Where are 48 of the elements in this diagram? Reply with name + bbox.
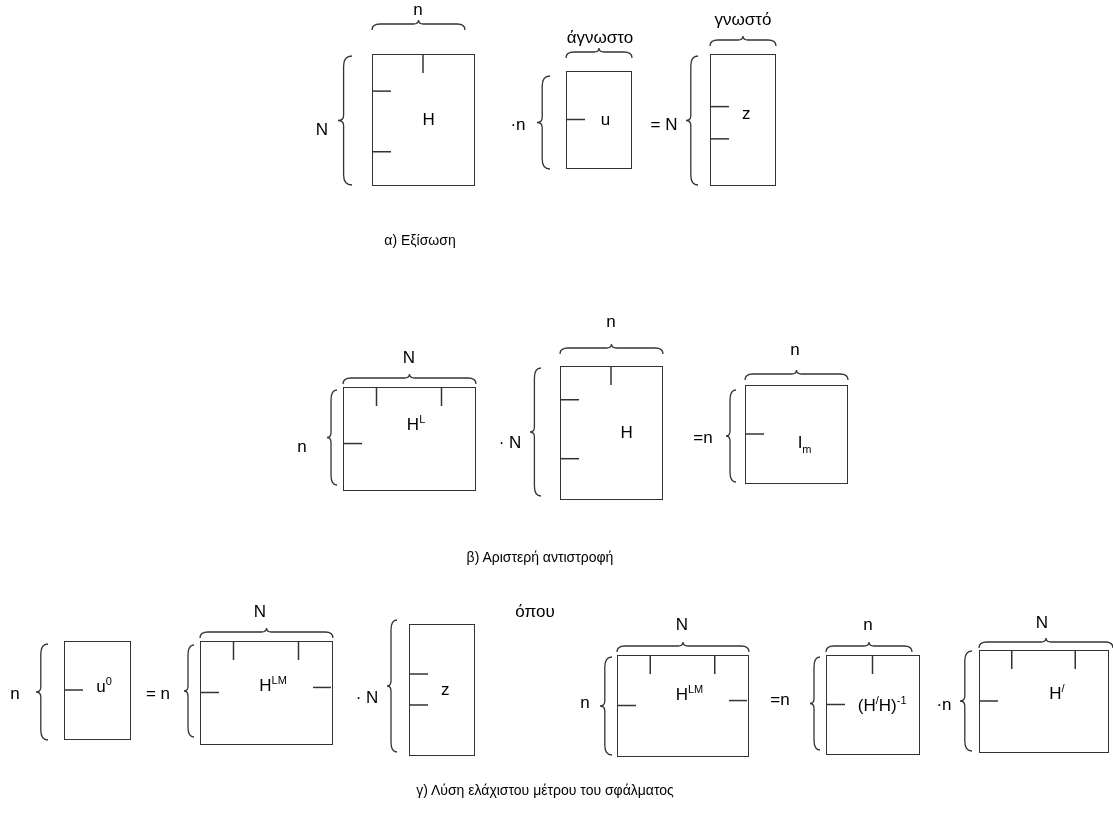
operator-label: ·n xyxy=(936,695,952,715)
dimension-label: N xyxy=(315,120,329,140)
dimension-label: n xyxy=(413,0,423,20)
dimension-label: n xyxy=(10,684,20,704)
matrix-box xyxy=(979,650,1109,753)
caption: γ) Λύση ελάχιστου μέτρου του σφάλματος xyxy=(415,782,675,798)
matrix-symbol: (H$^{/}$H)$^{-1}$ xyxy=(857,694,907,716)
matrix-symbol: I$_{m}$ xyxy=(797,433,812,455)
caption: β) Αριστερή αντιστροφή xyxy=(465,549,615,565)
dimension-label: N xyxy=(1035,613,1049,633)
dimension-label: N xyxy=(402,348,416,368)
matrix-box xyxy=(710,54,776,186)
matrix-symbol: H$^{LM}$ xyxy=(675,683,704,705)
dimension-label: n xyxy=(863,615,873,635)
matrix-box xyxy=(566,71,632,169)
matrix-symbol: H$^{L}$ xyxy=(406,412,426,435)
matrix-box xyxy=(200,641,333,745)
matrix-symbol: z xyxy=(440,680,450,700)
dimension-label: n xyxy=(606,312,616,332)
matrix-symbol: H xyxy=(422,110,435,130)
matrix-box xyxy=(409,624,475,756)
dimension-label: N xyxy=(253,602,267,622)
operator-label: =n xyxy=(693,428,713,448)
matrix-symbol: H xyxy=(620,423,633,443)
matrix-box xyxy=(745,385,848,484)
operator-label: · N xyxy=(498,433,522,453)
matrix-box xyxy=(826,655,920,755)
dimension-label: N xyxy=(675,615,689,635)
matrix-box xyxy=(617,655,749,757)
operator-label: · N xyxy=(355,688,379,708)
matrix-box xyxy=(372,54,475,186)
matrix-symbol: H$^{/}$ xyxy=(1049,682,1065,705)
matrix-symbol: u xyxy=(600,110,611,130)
matrix-symbol: u$^{0}$ xyxy=(96,674,112,697)
caption: α) Εξίσωση xyxy=(383,232,457,248)
dimension-label: n xyxy=(297,437,307,457)
dimension-label: n xyxy=(580,693,590,713)
operator-label: ·n xyxy=(510,115,526,135)
matrix-symbol: H$^{LM}$ xyxy=(259,674,287,696)
operator-label: = n xyxy=(145,684,171,704)
dimension-label: n xyxy=(790,340,800,360)
matrix-box xyxy=(343,387,476,491)
matrix-box xyxy=(64,641,131,740)
dimension-label: όπου xyxy=(515,602,555,622)
matrix-box xyxy=(560,366,663,500)
operator-label: = N xyxy=(650,115,678,135)
operator-label: =n xyxy=(770,690,790,710)
matrix-symbol: z xyxy=(741,103,751,124)
